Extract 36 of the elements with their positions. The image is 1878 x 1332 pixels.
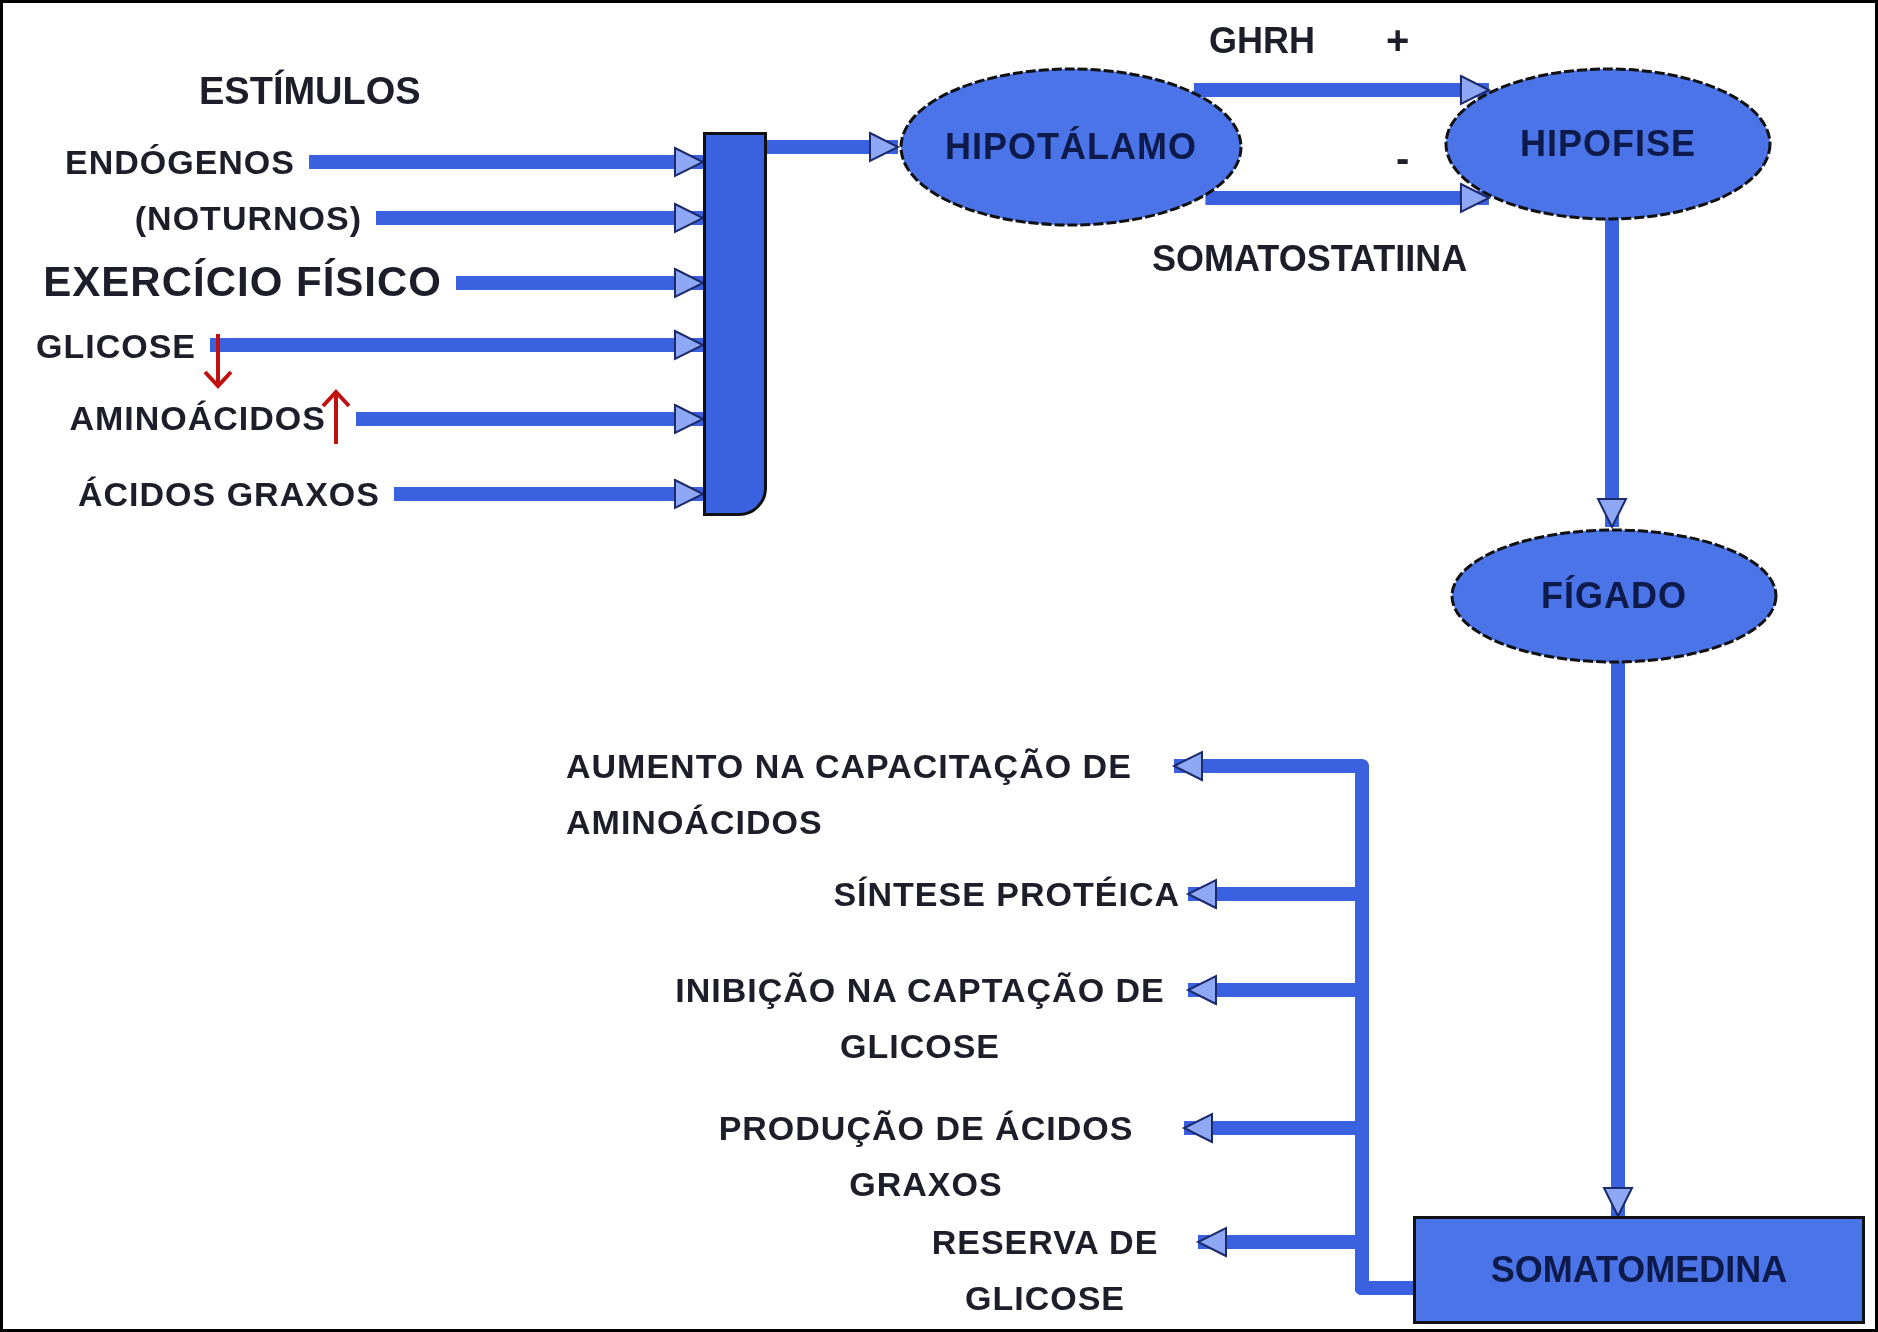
heading: ESTÍMULOS: [198, 70, 422, 113]
arrow: [1597, 218, 1627, 528]
node-label: HIPOFISE: [1520, 123, 1696, 165]
arrow: [309, 147, 704, 177]
arrow: [376, 203, 704, 233]
collector-bar: [703, 132, 767, 516]
arrow: [394, 479, 704, 509]
organ-ellipse: [1449, 527, 1779, 665]
node-label: SOMATOMEDINA: [1490, 1249, 1788, 1291]
effect-label: PRODUÇÃO DE ÁCIDOS GRAXOS: [676, 1100, 1176, 1212]
sign-label: +: [1385, 18, 1411, 63]
effect-label: SÍNTESE PROTÉICA: [740, 866, 1180, 922]
stimulus-label: ÁCIDOS GRAXOS: [77, 466, 380, 522]
arrow: [767, 132, 899, 162]
arrow: [1193, 75, 1490, 105]
organ-ellipse: [898, 66, 1244, 228]
arrow: [456, 268, 704, 298]
node-label: FÍGADO: [1541, 575, 1687, 617]
stimulus-label: (NOTURNOS): [134, 190, 362, 246]
stimulus-label: ENDÓGENOS: [64, 134, 295, 190]
effect-label: RESERVA DE GLICOSE: [900, 1214, 1190, 1326]
stimulus-label: GLICOSE: [35, 318, 196, 374]
node-label: HIPOTÁLAMO: [945, 126, 1197, 168]
arrow: [210, 330, 704, 360]
arrow: [356, 404, 704, 434]
effect-label: INIBIÇÃO NA CAPTAÇÃO DE GLICOSE: [660, 962, 1180, 1074]
edge-label: GHRH: [1208, 20, 1316, 62]
effect-label: AUMENTO NA CAPACITAÇÃO DE AMINOÁCIDOS: [566, 738, 1166, 850]
hormone-box: [1413, 1216, 1865, 1324]
stimulus-label: EXERCÍCIO FÍSICO: [43, 254, 442, 310]
stimulus-label: AMINOÁCIDOS: [69, 390, 326, 446]
edge-label: SOMATOSTATIINA: [1151, 238, 1469, 280]
organ-ellipse: [1443, 66, 1773, 222]
sign-label: -: [1395, 136, 1411, 181]
arrow: [1603, 661, 1633, 1217]
arrow: [1205, 183, 1490, 213]
